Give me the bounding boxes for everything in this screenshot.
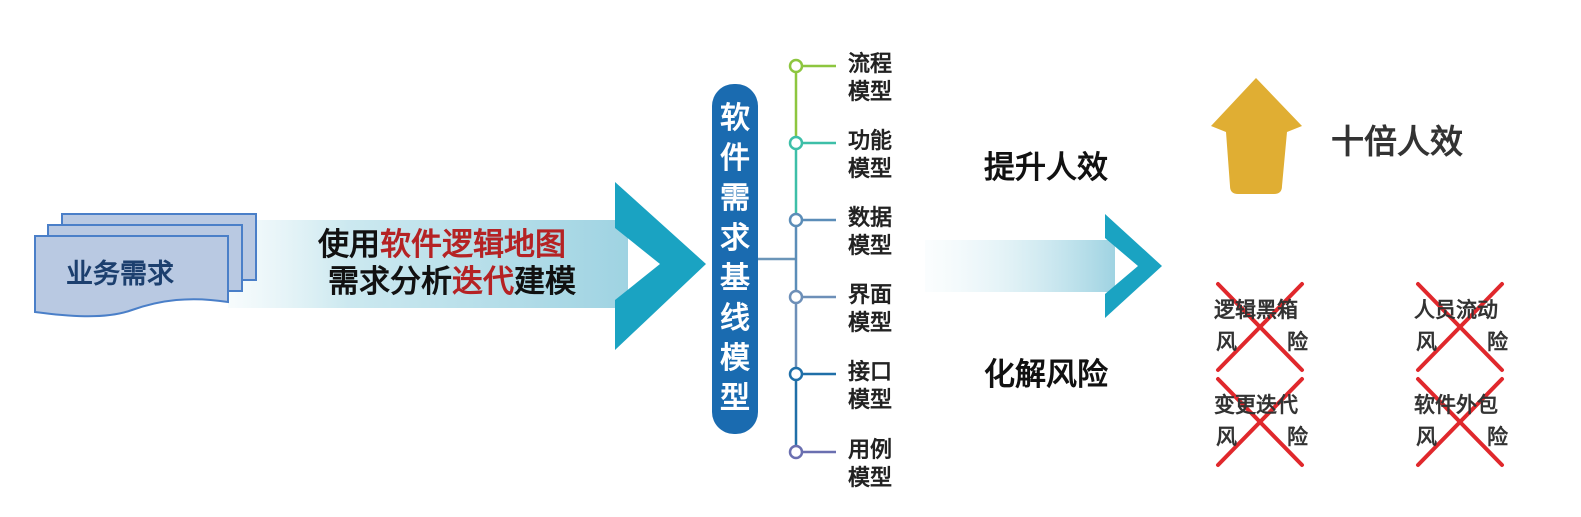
tree-node	[788, 444, 804, 460]
model-label: 用例模型	[848, 437, 892, 493]
risk-subtitle-a: 风	[1416, 330, 1437, 354]
risk-subtitle: 风险	[1414, 421, 1510, 453]
model-label-line1: 用例	[848, 438, 893, 463]
risk-subtitle: 风险	[1214, 326, 1310, 358]
risk-item: 变更迭代风险	[1214, 389, 1310, 453]
risk-subtitle-b: 险	[1287, 425, 1308, 449]
tree-node	[788, 58, 804, 74]
process-line-1: 使用软件逻辑地图	[318, 226, 566, 264]
model-label-line2: 模型	[848, 466, 893, 491]
model-label-line1: 界面	[848, 283, 893, 308]
risk-item: 逻辑黑箱风险	[1214, 294, 1310, 358]
risk-subtitle-a: 风	[1216, 330, 1237, 354]
risk-subtitle-a: 风	[1216, 425, 1237, 449]
process-modeling: 建模	[514, 264, 576, 300]
model-label: 功能模型	[848, 128, 892, 184]
risk-title: 软件外包	[1414, 393, 1498, 417]
baseline-bar: 软件需求基线模型	[712, 84, 758, 434]
model-label-line1: 接口	[848, 360, 893, 385]
risk-crosses	[1216, 282, 1504, 467]
model-tree	[788, 58, 836, 460]
process-analysis: 需求分析	[328, 264, 452, 300]
risk-title: 逻辑黑箱	[1214, 298, 1298, 322]
flow-band	[228, 220, 628, 308]
baseline-char: 模	[720, 341, 750, 376]
result-label: 十倍人效	[1331, 122, 1463, 161]
model-label-line2: 模型	[848, 157, 893, 182]
model-label-line2: 模型	[848, 388, 893, 413]
cross-mark	[1216, 377, 1304, 467]
risk-subtitle-b: 险	[1487, 425, 1508, 449]
baseline-char: 基	[720, 261, 750, 296]
outcome-bottom: 化解风险	[984, 357, 1108, 393]
up-arrow-icon	[1211, 78, 1302, 194]
model-label: 数据模型	[848, 205, 892, 261]
risk-item: 软件外包风险	[1414, 389, 1510, 453]
cross-mark	[1416, 377, 1504, 467]
risk-subtitle-a: 风	[1416, 425, 1437, 449]
model-label: 界面模型	[848, 282, 892, 338]
process-iterate: 迭代	[452, 264, 514, 300]
risk-subtitle: 风险	[1414, 326, 1510, 358]
risk-title: 人员流动	[1414, 298, 1498, 322]
process-use: 使用	[318, 227, 380, 263]
baseline-char: 软	[720, 101, 750, 136]
document-stack-icon	[34, 213, 257, 318]
cross-mark	[1216, 282, 1304, 372]
baseline-char: 型	[720, 381, 750, 416]
baseline-char: 件	[720, 141, 750, 176]
cross-mark	[1416, 282, 1504, 372]
model-label-line2: 模型	[848, 311, 893, 336]
risk-item: 人员流动风险	[1414, 294, 1510, 358]
chevron-arrow-icon	[615, 182, 706, 350]
risk-subtitle-b: 险	[1487, 330, 1508, 354]
baseline-char: 求	[720, 221, 750, 256]
baseline-char: 需	[720, 181, 750, 216]
baseline-char: 线	[720, 301, 750, 336]
risk-subtitle: 风险	[1214, 421, 1310, 453]
outcome-band	[925, 240, 1115, 292]
tree-node	[788, 135, 804, 151]
tree-node	[788, 212, 804, 228]
model-label: 流程模型	[848, 51, 892, 107]
model-label-line1: 功能	[848, 129, 893, 154]
model-label: 接口模型	[848, 359, 892, 415]
model-label-line2: 模型	[848, 80, 893, 105]
model-label-line2: 模型	[848, 234, 893, 259]
model-label-line1: 数据	[848, 206, 893, 231]
source-label: 业务需求	[66, 259, 174, 290]
tree-node	[788, 366, 804, 382]
outcome-arrow-icon	[1105, 214, 1162, 318]
process-logic-map: 软件逻辑地图	[380, 227, 566, 263]
tree-node	[788, 289, 804, 305]
risk-subtitle-b: 险	[1287, 330, 1308, 354]
outcome-top: 提升人效	[984, 150, 1108, 186]
model-label-line1: 流程	[848, 52, 893, 77]
risk-title: 变更迭代	[1214, 393, 1298, 417]
process-line-2: 需求分析迭代建模	[328, 263, 576, 301]
